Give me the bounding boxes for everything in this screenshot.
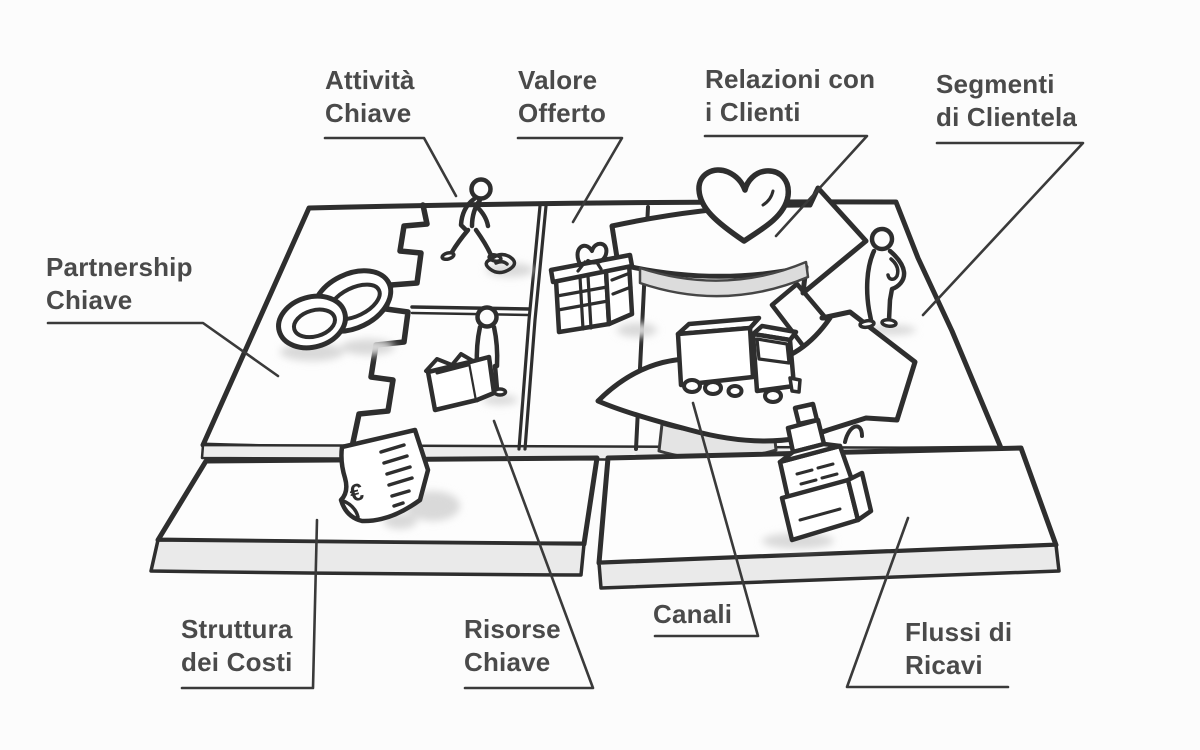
label-value-proposition: Valore Offerto bbox=[518, 65, 607, 128]
cycle-arrows-icon bbox=[595, 185, 918, 444]
leader-lines bbox=[46, 134, 1085, 690]
leader-risorse bbox=[463, 419, 595, 690]
label-channels: Canali bbox=[653, 599, 733, 629]
leader-partnership bbox=[46, 321, 280, 378]
svg-text:€: € bbox=[347, 478, 366, 507]
label-customer-relationships: Relazioni con i Clienti bbox=[705, 64, 876, 127]
cash-register-icon bbox=[777, 401, 874, 543]
delivery-truck-icon bbox=[675, 315, 802, 404]
label-revenue-streams: Flussi di Ricavi bbox=[905, 617, 1013, 680]
activities-right-divider bbox=[517, 204, 542, 451]
leader-valore bbox=[516, 136, 624, 224]
leader-canali bbox=[653, 401, 760, 638]
label-key-resources: Risorse Chiave bbox=[464, 614, 561, 677]
label-customer-segments: Segmenti di Clientela bbox=[936, 69, 1078, 132]
activities-resources-divider-2 bbox=[410, 311, 531, 317]
label-key-activities: Attività Chiave bbox=[325, 65, 415, 128]
activities-resources-divider bbox=[410, 305, 531, 311]
leader-flussi bbox=[845, 516, 1010, 689]
label-key-partnerships: Partnership Chiave bbox=[46, 252, 193, 315]
leader-attivita bbox=[323, 136, 458, 198]
leader-struttura bbox=[180, 518, 319, 690]
gift-box-icon bbox=[548, 241, 635, 335]
leader-segmenti bbox=[921, 141, 1085, 317]
canvas-shadows bbox=[280, 234, 916, 405]
person-with-box-icon bbox=[424, 305, 508, 413]
standing-person-icon bbox=[858, 226, 907, 330]
heart-icon bbox=[696, 167, 791, 244]
running-person-icon bbox=[440, 177, 517, 275]
puzzle-divider bbox=[349, 202, 430, 450]
label-cost-structure: Struttura dei Costi bbox=[181, 614, 293, 677]
leader-relazioni bbox=[703, 134, 869, 238]
activities-right-divider-2 bbox=[523, 204, 548, 451]
interlocked-rings-icon bbox=[276, 268, 394, 351]
euro-receipt-icon: € bbox=[338, 427, 431, 524]
